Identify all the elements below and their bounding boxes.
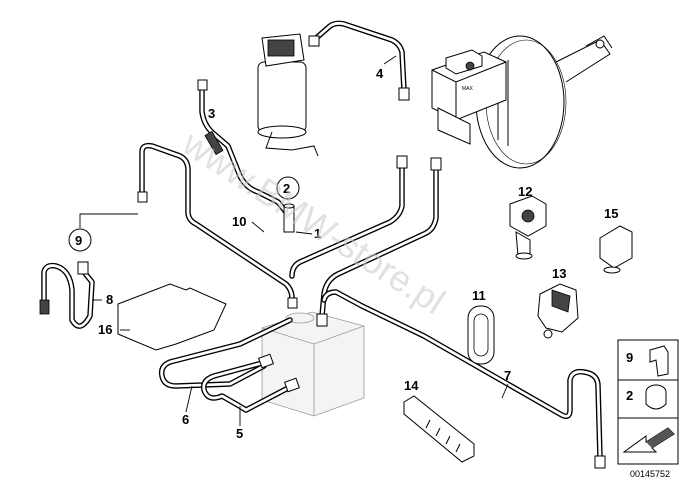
receiver-dryer: [257, 33, 319, 157]
watermark-text: www.BMW-store.pl: [175, 122, 453, 322]
label-14: 14: [404, 378, 419, 393]
clip-11: [467, 305, 495, 365]
brake-line-upper-pair: [289, 155, 442, 327]
label-2: 2: [283, 181, 290, 196]
brake-line-3: [197, 79, 295, 233]
label-16: 16: [98, 322, 112, 337]
label-12: 12: [518, 184, 532, 199]
brake-line-5: [200, 353, 300, 413]
part-labels: 1 2 3 4 5 6 7 8 9 10 11 12 13 14 15 16: [68, 55, 618, 441]
diagram-id: 00145752: [630, 469, 670, 479]
clip-strip-14: [403, 395, 475, 463]
legend-label-9: 9: [626, 350, 633, 365]
bracket-13: [537, 283, 579, 339]
label-15: 15: [604, 206, 618, 221]
legend-sleeve-icon: [645, 384, 667, 410]
bracket-12: [509, 195, 547, 260]
label-10: 10: [232, 214, 246, 229]
label-8: 8: [106, 292, 113, 307]
arrow-icon: [622, 427, 675, 453]
brake-line-7: [321, 289, 606, 469]
label-5: 5: [236, 426, 243, 441]
label-1: 1: [314, 226, 321, 241]
holder-15: [599, 225, 633, 274]
label-4: 4: [376, 66, 384, 81]
legend-label-2: 2: [626, 388, 633, 403]
legend-box: 9 2: [617, 339, 679, 465]
legend-bracket-icon: [649, 345, 669, 377]
heat-shield-16: [117, 283, 227, 351]
svg-text:MAX: MAX: [462, 86, 474, 92]
label-3: 3: [208, 106, 215, 121]
label-11: 11: [472, 288, 486, 303]
master-cylinder-reservoir: MAX: [431, 49, 507, 145]
label-9: 9: [75, 233, 82, 248]
label-6: 6: [182, 412, 189, 427]
brake-hose-8: [39, 261, 95, 329]
brake-line-10: [137, 142, 298, 309]
brake-line-4: [308, 20, 410, 101]
label-7: 7: [504, 368, 511, 383]
brake-line-6: [158, 317, 293, 389]
label-13: 13: [552, 266, 566, 281]
